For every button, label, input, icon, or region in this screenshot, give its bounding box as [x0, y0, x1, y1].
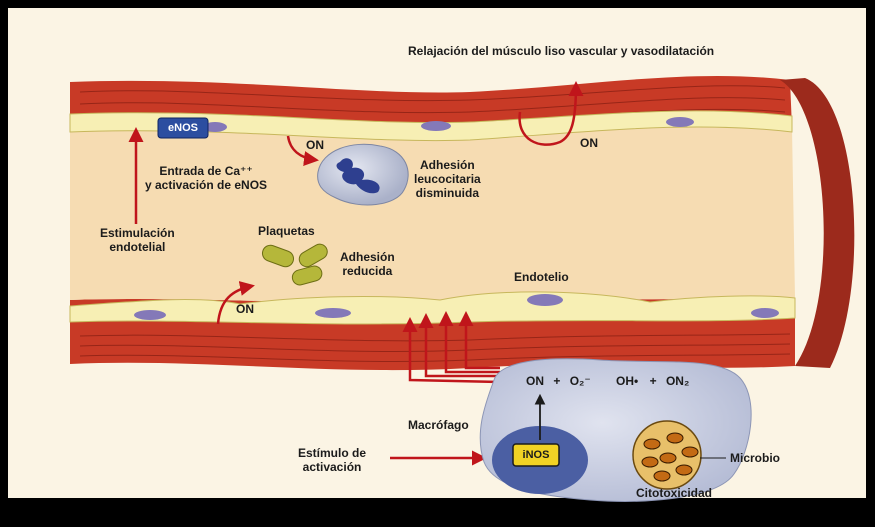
- platelets-label: Plaquetas: [258, 224, 315, 238]
- eq-superoxide: O₂⁻: [570, 374, 591, 388]
- adh-red-line-1: Adhesión: [340, 250, 395, 264]
- activation-stimulus-label: Estímulo de activación: [298, 446, 366, 474]
- leukocyte-adhesion-label: Adhesión leucocitaria disminuida: [414, 158, 481, 200]
- on-label-low: ON: [236, 302, 254, 316]
- microbe-label: Microbio: [730, 451, 780, 465]
- eq-no: ON: [526, 374, 544, 388]
- stim-line-2: endotelial: [100, 240, 175, 254]
- adh-red-line-2: reducida: [340, 264, 395, 278]
- estimulo-line-1: Estímulo de: [298, 446, 366, 460]
- eq-plus-1: +: [553, 374, 560, 388]
- on-label-top: ON: [306, 138, 324, 152]
- endothelium-label: Endotelio: [514, 270, 569, 284]
- eq-plus-2: +: [650, 374, 657, 388]
- microbe: [633, 421, 701, 489]
- vessel-lumen: [70, 121, 795, 303]
- endothelial-stimulation-label: Estimulación endotelial: [100, 226, 175, 254]
- equation: ON + O₂⁻ OH• + ON₂: [526, 374, 689, 388]
- eq-arrow: OH•: [616, 374, 638, 388]
- leuko-line-2: leucocitaria: [414, 172, 481, 186]
- leukocyte: [318, 144, 409, 205]
- on-label-right: ON: [580, 136, 598, 150]
- inos-label: iNOS: [513, 446, 559, 464]
- enos-label: eNOS: [158, 119, 208, 137]
- estimulo-line-2: activación: [298, 460, 366, 474]
- macrophage-label: Macrófago: [408, 418, 469, 432]
- cytotoxicity-label: Citotoxicidad: [636, 486, 712, 500]
- diagram-title: Relajación del músculo liso vascular y v…: [408, 44, 714, 58]
- calcium-line-2: y activación de eNOS: [145, 178, 267, 192]
- reduced-adhesion-label: Adhesión reducida: [340, 250, 395, 278]
- eq-peroxynitrite: ON₂: [666, 374, 689, 388]
- calcium-line-1: Entrada de Ca⁺⁺: [145, 164, 267, 178]
- stim-line-1: Estimulación: [100, 226, 175, 240]
- leuko-line-1: Adhesión: [414, 158, 481, 172]
- leuko-line-3: disminuida: [414, 186, 481, 200]
- calcium-label: Entrada de Ca⁺⁺ y activación de eNOS: [145, 164, 267, 192]
